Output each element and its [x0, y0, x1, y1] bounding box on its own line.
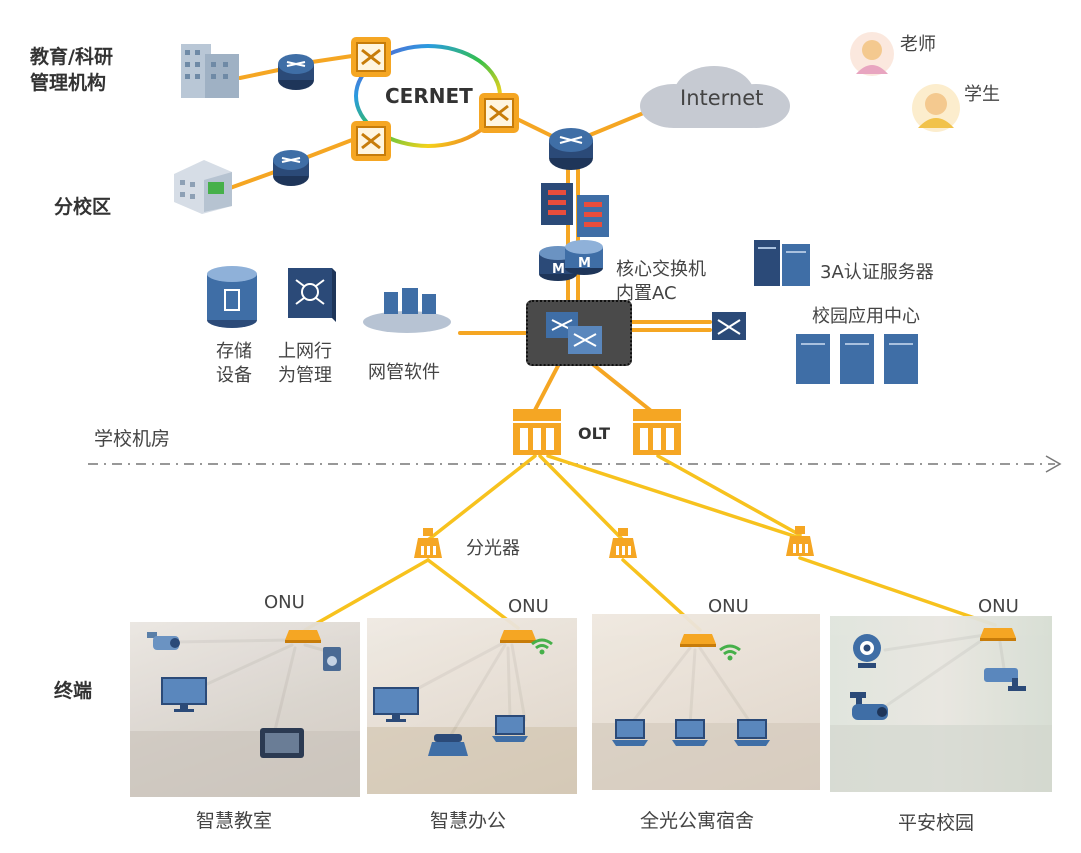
- switch-icon: [350, 36, 392, 78]
- monitor-icon: [372, 686, 420, 724]
- zone-classroom-label: 智慧教室: [196, 810, 273, 832]
- fiber-olt-splitter2: [538, 454, 625, 542]
- onu-label-2: ONU: [508, 596, 549, 617]
- splitter-icon: [414, 528, 442, 562]
- onu-icon: [980, 624, 1016, 642]
- storage-icon: [205, 264, 259, 330]
- firewall-icon: [540, 182, 574, 226]
- monitor-icon: [258, 726, 306, 762]
- person-icon: [850, 30, 894, 78]
- splitter-label: 分光器: [466, 538, 520, 559]
- branch-building-icon: [170, 150, 236, 216]
- edu-org-label: 教育/科研 管理机构: [30, 46, 113, 94]
- pc-icon: [492, 714, 528, 744]
- onu-icon: [500, 626, 536, 644]
- edu-building-icon: [175, 40, 243, 102]
- phone-icon: [428, 732, 468, 758]
- behavior-mgmt-icon: [286, 266, 338, 324]
- aaa-server-label: 3A认证服务器: [820, 262, 934, 283]
- pc-icon: [612, 718, 648, 748]
- branch-label: 分校区: [54, 196, 112, 218]
- teacher-label: 老师: [900, 34, 936, 55]
- onu-icon: [285, 626, 321, 644]
- router-icon: [548, 124, 594, 172]
- router-icon: [272, 146, 310, 188]
- monitor-icon: [160, 676, 208, 714]
- link-branch-router: [228, 168, 282, 190]
- onu-label-3: ONU: [708, 596, 749, 617]
- cloud-icon: [634, 64, 794, 134]
- wifi-icon: [718, 642, 742, 662]
- fiber-olt2-splitter3: [656, 454, 802, 537]
- fiber-splitter1-onu2: [426, 558, 520, 630]
- olt-label: OLT: [578, 424, 611, 443]
- onu-label-1: ONU: [264, 592, 305, 613]
- camera-icon: [145, 630, 185, 658]
- camera-icon: [848, 690, 890, 726]
- pc-icon: [672, 718, 708, 748]
- camera-icon: [982, 664, 1030, 694]
- student-label: 学生: [964, 84, 1000, 105]
- terminal-label: 终端: [54, 680, 93, 702]
- storage-label: 存储 设备: [216, 341, 252, 386]
- link-core-olt2: [588, 360, 652, 412]
- zone-dorm-label: 全光公寓宿舍: [640, 810, 755, 832]
- switch-icon: [478, 92, 520, 134]
- zone-campus-label: 平安校园: [898, 812, 975, 834]
- olt-icon: [632, 408, 682, 456]
- person-icon: [912, 82, 960, 132]
- zone-office-label: 智慧办公: [430, 810, 507, 832]
- server-icon: [752, 236, 814, 290]
- camera-icon: [848, 632, 886, 670]
- behavior-label: 上网行 为管理: [278, 341, 332, 386]
- core-switch-box: [526, 300, 632, 366]
- pc-icon: [734, 718, 770, 748]
- fiber-splitter3-onu4: [798, 556, 997, 627]
- link-core-olt1: [533, 360, 562, 412]
- link-router-cernet1: [310, 54, 354, 64]
- onu-icon: [680, 630, 716, 648]
- switch-icon: M: [564, 238, 604, 276]
- switch-icon: [546, 312, 602, 354]
- speaker-icon: [322, 646, 342, 672]
- svg-text:M: M: [578, 256, 591, 271]
- fiber-olt-splitter1: [426, 454, 537, 542]
- onu-label-4: ONU: [978, 596, 1019, 617]
- server-icon: [792, 330, 922, 386]
- machine-room-label: 学校机房: [94, 428, 171, 450]
- fiber-splitter1-onu1: [303, 558, 430, 632]
- wifi-icon: [530, 636, 554, 656]
- cernet-label: CERNET: [385, 84, 473, 108]
- splitter-icon: [786, 526, 814, 560]
- nms-label: 网管软件: [368, 362, 440, 383]
- firewall-icon: [576, 194, 610, 238]
- internet-label: Internet: [680, 86, 764, 110]
- zone-photo-classroom: [130, 622, 360, 797]
- router-icon: [277, 50, 315, 92]
- ac-switch-icon: [710, 308, 750, 344]
- link-router-cernet2: [303, 138, 354, 160]
- splitter-icon: [609, 528, 637, 562]
- app-center-label: 校园应用中心: [812, 306, 920, 327]
- core-switch-label: 核心交换机 内置AC: [616, 259, 706, 304]
- olt-icon: [512, 408, 562, 456]
- nms-icon: [362, 284, 452, 334]
- fiber-olt-splitter3: [546, 454, 802, 540]
- svg-text:M: M: [552, 262, 565, 277]
- switch-icon: [350, 120, 392, 162]
